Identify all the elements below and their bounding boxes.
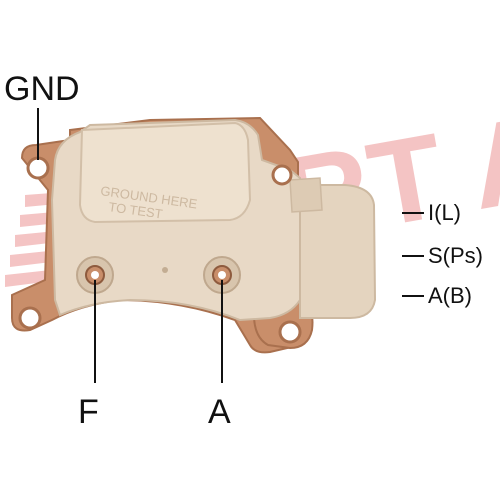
mounting-hole-top-right [271, 164, 293, 186]
f-terminal-hole [91, 271, 99, 279]
mounting-hole-top-left [26, 156, 50, 180]
i-l-label: I(L) [428, 200, 461, 225]
s-ps-label: S(Ps) [428, 243, 483, 268]
housing-lid [78, 121, 252, 224]
gnd-label: GND [4, 70, 80, 108]
a-b-label: A(B) [428, 283, 472, 308]
connector-block [299, 184, 377, 319]
mounting-hole-bottom-left [18, 306, 42, 330]
a-label: A [208, 393, 231, 431]
mounting-hole-bottom-right [278, 320, 302, 344]
a-terminal-hole [218, 271, 226, 279]
connector-tab [289, 177, 323, 213]
f-label: F [78, 393, 99, 431]
housing-marking-dot [162, 267, 168, 273]
